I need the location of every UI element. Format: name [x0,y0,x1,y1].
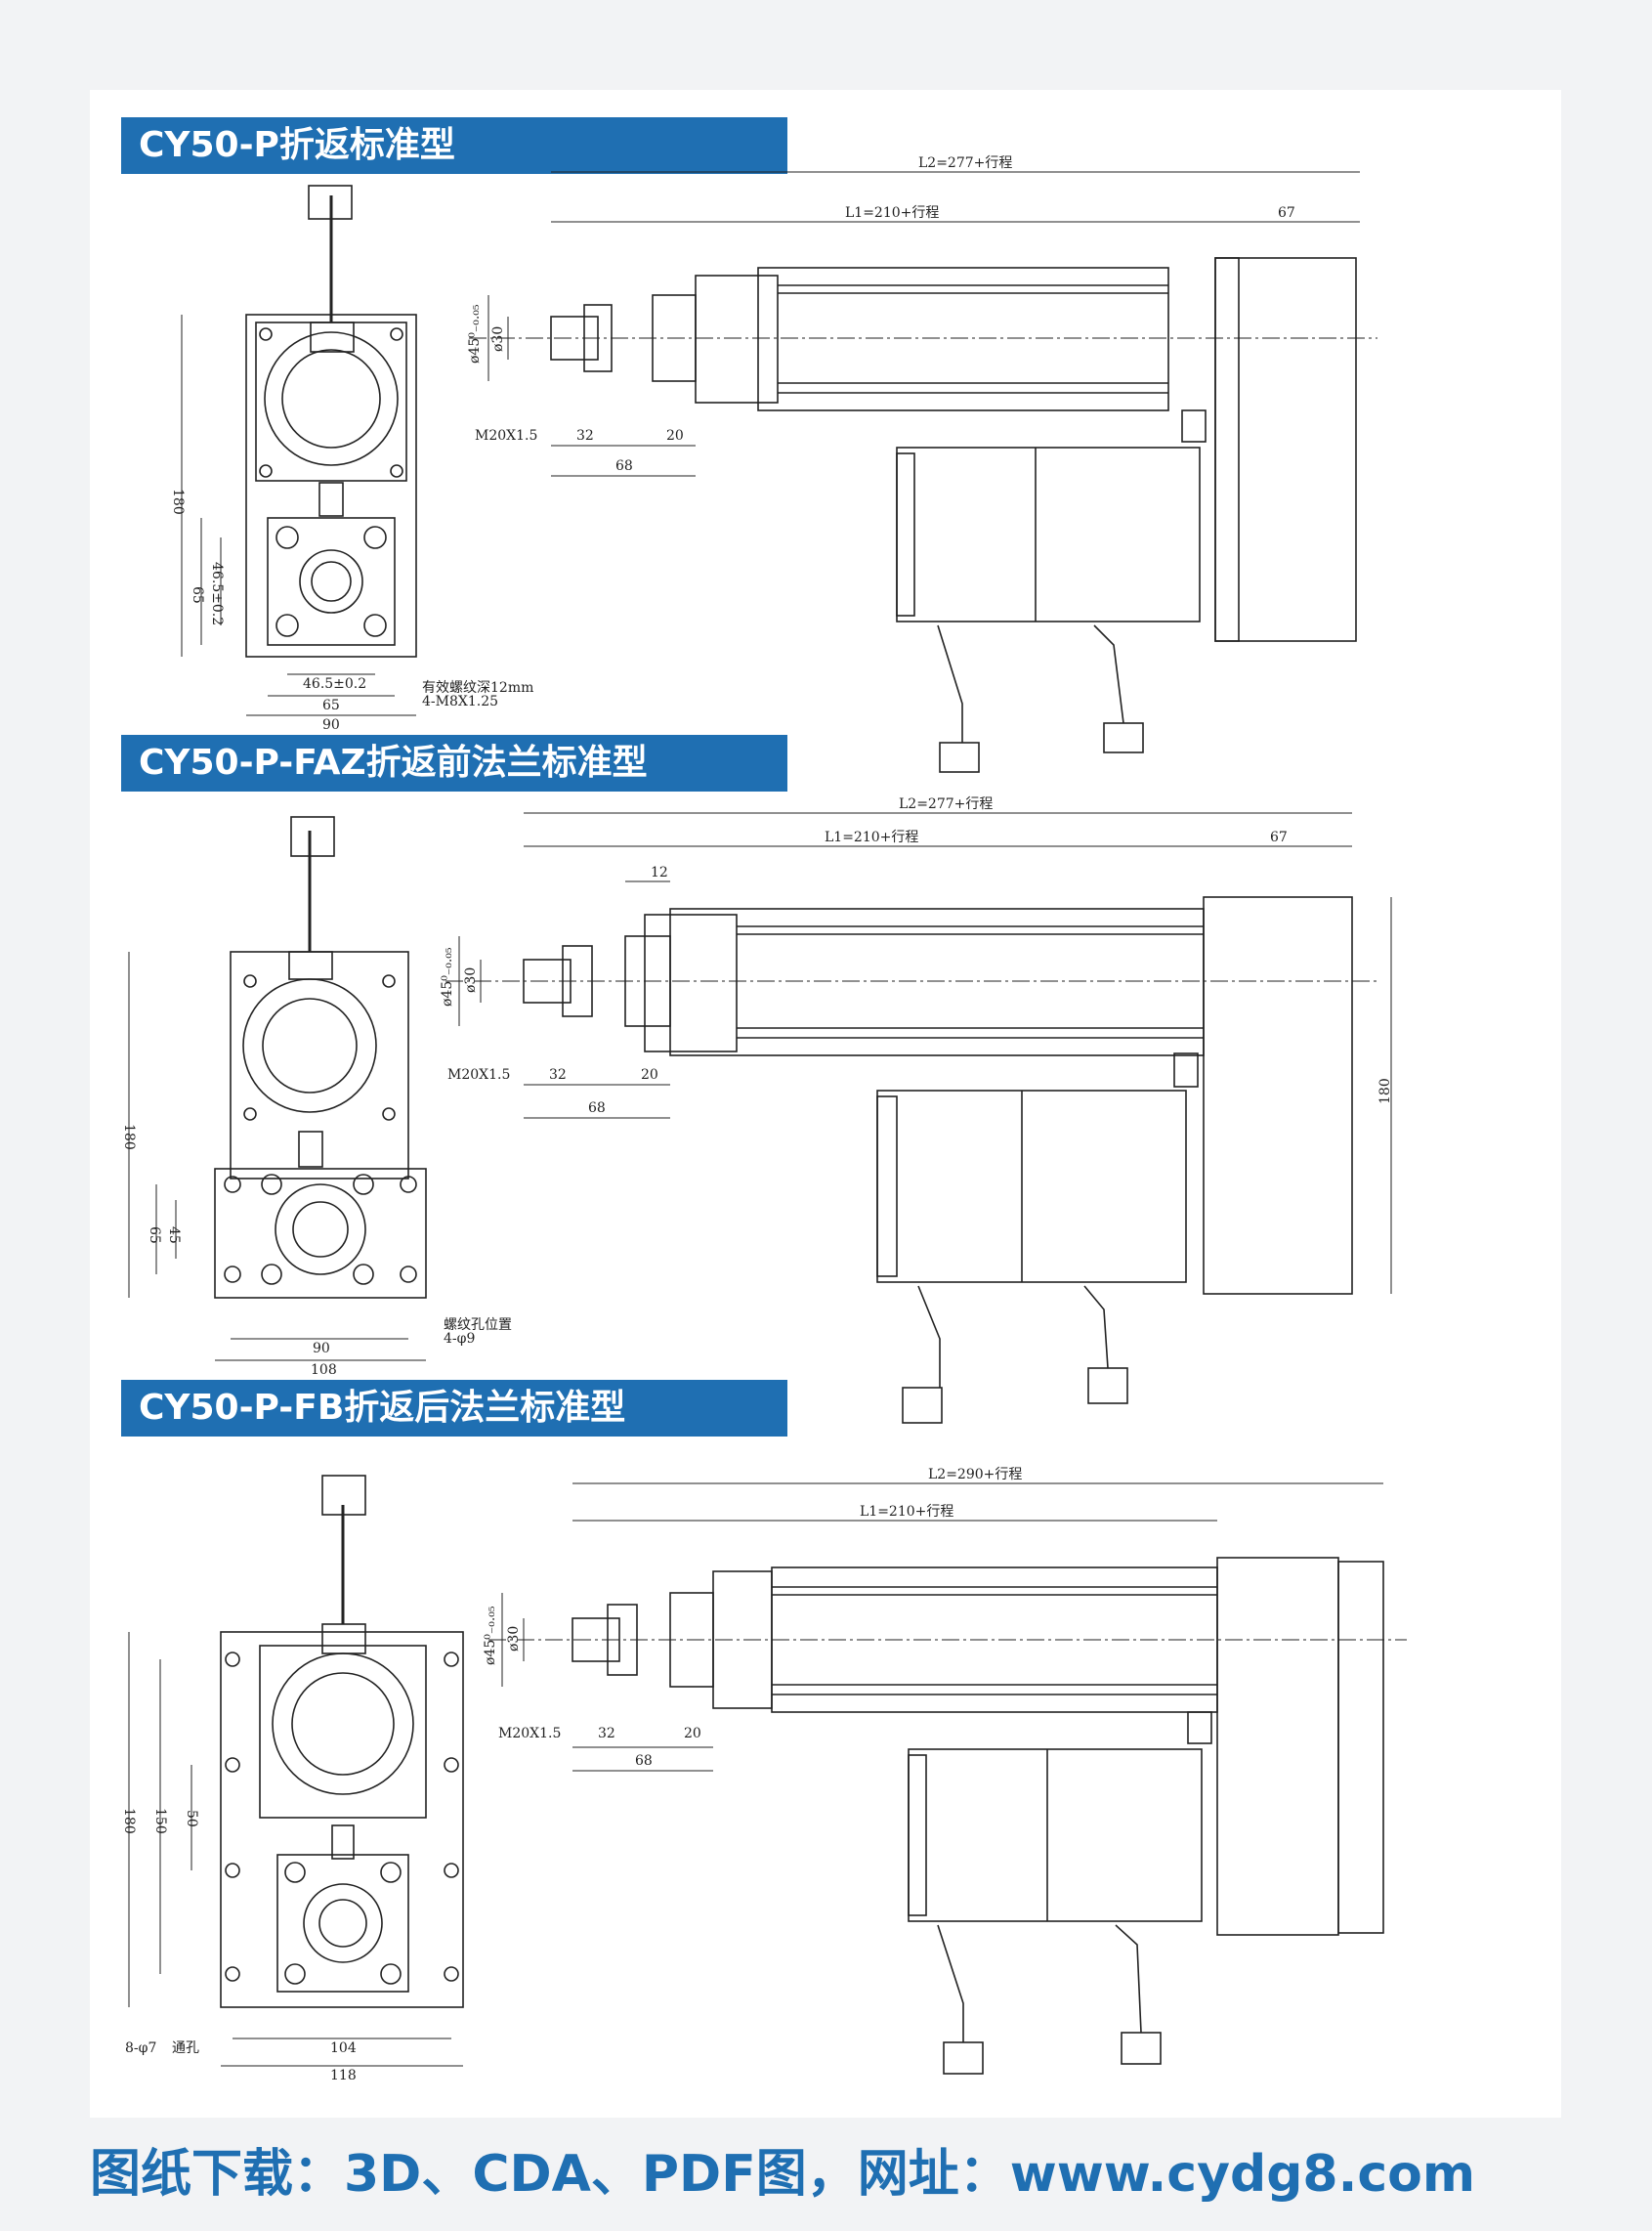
dim-2-m20: M20X1.5 [447,1067,510,1083]
dim-1-bot46: 46.5±0.2 [303,676,366,692]
dim-1-side65: 65 [190,586,205,604]
dim-3-l2: L2=290+行程 [928,1467,1022,1482]
dim-1-thread: 4-M8X1.25 [422,694,498,709]
dim-1-m20: M20X1.5 [475,428,537,444]
dim-1-l2: L2=277+行程 [918,155,1012,171]
dim-2-right180: 180 [1377,1078,1393,1104]
download-footer: 图纸下载：3D、CDA、PDF图，网址：www.cydg8.com [90,2145,1476,2204]
side-view-3 [488,1482,1407,2075]
dim-3-side150: 150 [152,1808,168,1834]
dim-2-12: 12 [651,865,668,880]
dim-3-holes-note: 通孔 [172,2040,199,2056]
dim-1-67: 67 [1278,205,1295,221]
dim-1-32: 32 [576,428,594,444]
dim-3-bot118: 118 [330,2068,357,2083]
dim-1-side180: 180 [170,489,186,515]
end-view-3 [128,1475,464,2067]
dim-2-holes: 4-φ9 [444,1331,475,1347]
dim-3-m20: M20X1.5 [498,1726,561,1741]
side-view-1 [469,171,1377,773]
dim-3-side50: 50 [184,1810,199,1827]
end-view-2 [128,816,427,1361]
dim-2-bot108: 108 [311,1362,337,1378]
dim-3-20: 20 [684,1726,701,1741]
dim-1-20: 20 [666,428,684,444]
drawing-sheet [90,90,1561,2118]
dim-3-phi45: ø45⁰₋₀.₀₅ [483,1606,498,1665]
dim-2-32: 32 [549,1067,567,1083]
dim-2-bot90: 90 [313,1341,330,1356]
dim-3-phi30: ø30 [506,1626,522,1652]
dim-1-bot90: 90 [322,717,340,733]
dim-1-bot65: 65 [322,698,340,713]
dim-1-l1: L1=210+行程 [845,205,939,221]
dim-1-phi45: ø45⁰₋₀.₀₅ [467,304,483,364]
dim-3-holes: 8-φ7 [125,2040,156,2056]
dim-1-thread-note: 有效螺纹深12mm [422,680,533,696]
dim-2-side180: 180 [121,1124,137,1150]
dim-2-side65: 65 [147,1226,162,1244]
dim-3-32: 32 [598,1726,615,1741]
dim-3-side180: 180 [121,1808,137,1834]
section-title-2: CY50-P-FAZ折返前法兰标准型 [121,735,787,792]
section-title-1: CY50-P折返标准型 [121,117,787,174]
dim-2-l1: L1=210+行程 [825,830,918,845]
dim-2-20: 20 [641,1067,658,1083]
dim-2-side45: 45 [166,1226,182,1244]
side-view-2 [445,812,1392,1424]
end-view-1 [181,185,417,716]
dim-1-side46: 46.5±0.2 [209,562,225,625]
dim-2-phi30: ø30 [463,967,479,993]
dim-3-68: 68 [635,1753,653,1769]
dim-2-68: 68 [588,1100,606,1116]
dim-2-l2: L2=277+行程 [899,796,993,812]
dim-2-phi45: ø45⁰₋₀.₀₅ [440,947,455,1007]
dim-2-67: 67 [1270,830,1288,845]
dim-3-bot104: 104 [330,2040,357,2056]
section-title-3: CY50-P-FB折返后法兰标准型 [121,1380,787,1437]
dim-3-l1: L1=210+行程 [860,1504,953,1520]
dim-2-holes-note: 螺纹孔位置 [444,1317,512,1333]
dim-1-phi30: ø30 [490,326,506,352]
dim-1-68: 68 [615,458,633,474]
